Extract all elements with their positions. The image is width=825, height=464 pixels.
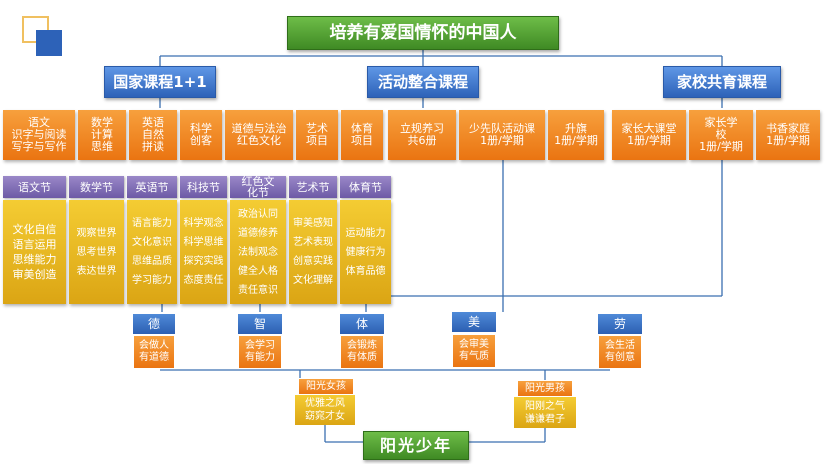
skills-sports: 运动能力健康行为体育品德	[340, 200, 391, 304]
sunshine-girl-label: 阳光女孩	[299, 379, 353, 394]
skills-red-culture: 政治认同道德修养法制观念健全人格责任意识	[230, 200, 286, 304]
sunshine-boy-label: 阳光男孩	[518, 381, 572, 396]
festival-english: 英语节	[127, 176, 177, 198]
festival-sports: 体育节	[340, 176, 391, 198]
festival-technology: 科技节	[180, 176, 227, 198]
activity-habits: 立规养习共6册	[388, 110, 456, 160]
bottom-title: 阳光少年	[363, 431, 469, 460]
course-pe: 体育项目	[341, 110, 383, 160]
category-activity-course: 活动整合课程	[367, 66, 479, 98]
category-family-school-course: 家校共育课程	[663, 66, 781, 98]
virtue-zhi-text: 会学习有能力	[239, 336, 281, 368]
virtue-de-text: 会做人有道德	[134, 336, 174, 368]
sunshine-girl-text: 优雅之风窈窕才女	[295, 395, 355, 425]
skills-art: 审美感知艺术表现创意实践文化理解	[289, 200, 337, 304]
main-title: 培养有爱国情怀的中国人	[287, 16, 559, 50]
sunshine-boy-text: 阳刚之气谦谦君子	[514, 397, 576, 428]
virtue-de-badge: 德	[133, 314, 175, 334]
festival-math: 数学节	[69, 176, 124, 198]
virtue-mei-text: 会审美有气质	[453, 335, 495, 367]
festival-chinese: 语文节	[3, 176, 66, 198]
virtue-lao-badge: 劳	[598, 314, 642, 334]
course-english: 英语自然拼读	[129, 110, 177, 160]
virtue-ti-text: 会锻炼有体质	[341, 336, 383, 368]
course-math: 数学计算思维	[78, 110, 126, 160]
corner-square-outline	[22, 16, 49, 43]
virtue-mei-badge: 美	[452, 312, 496, 332]
category-national-course: 国家课程1+1	[104, 66, 216, 98]
virtue-zhi-badge: 智	[238, 314, 282, 334]
virtue-lao-text: 会生活有创意	[599, 336, 641, 368]
skills-technology: 科学观念科学思维探究实践态度责任	[180, 200, 227, 304]
skills-chinese: 文化自信语言运用思维能力审美创造	[3, 200, 66, 304]
course-morality-law: 道德与法治红色文化	[225, 110, 293, 160]
skills-english: 语言能力文化意识思维品质学习能力	[127, 200, 177, 304]
festival-art: 艺术节	[289, 176, 337, 198]
festival-red-culture: 红色文化节	[230, 176, 286, 198]
course-science: 科学创客	[180, 110, 222, 160]
corner-square-blue	[36, 30, 62, 56]
course-art: 艺术项目	[296, 110, 338, 160]
course-chinese: 语文识字与阅读写字与写作	[3, 110, 75, 160]
skills-math: 观察世界思考世界表达世界	[69, 200, 124, 304]
virtue-ti-badge: 体	[340, 314, 384, 334]
